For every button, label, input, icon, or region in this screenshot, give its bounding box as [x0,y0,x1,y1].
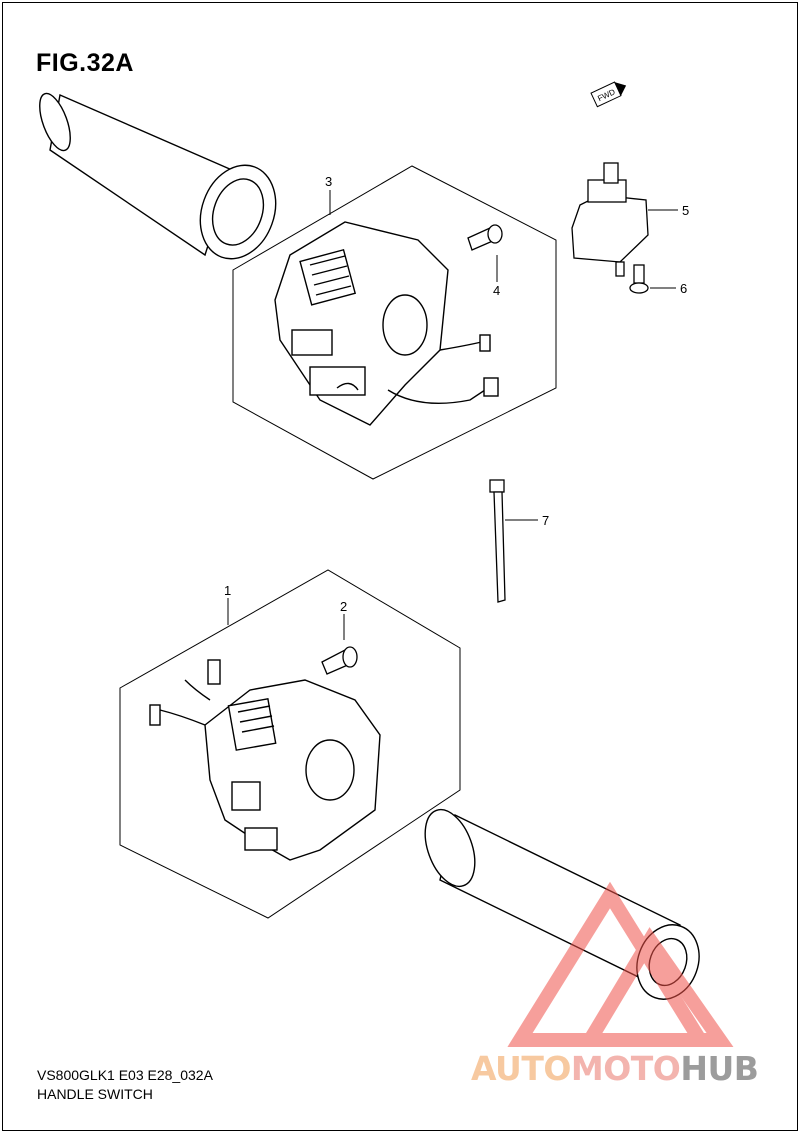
figure-title: FIG.32A [36,49,134,77]
callout-1: 1 [224,583,231,598]
watermark-logo-icon [507,881,734,1047]
switch-5-drawing [571,162,649,277]
callout-3: 3 [325,174,332,189]
assembly-box-3 [232,165,557,480]
screw-2-drawing [321,646,358,675]
watermark-part1: AUTO [471,1049,571,1088]
watermark-part2: MOTO [570,1049,681,1088]
callout-5: 5 [682,203,689,218]
watermark-text: AUTOMOTOHUB [471,1049,759,1088]
callout-7: 7 [542,513,549,528]
screw-4-drawing [467,224,503,251]
callout-2: 2 [340,599,347,614]
watermark-part3: HUB [680,1049,759,1088]
section-name: HANDLE SWITCH [37,1086,153,1102]
callout-6: 6 [680,281,687,296]
grip-right-drawing [39,92,277,260]
assembly-box-1 [119,569,461,919]
switch-right-drawing [274,221,499,426]
fwd-direction-badge: FWD [590,81,627,108]
leader-lines [227,190,678,640]
switch-left-drawing [149,659,381,861]
screw-6-drawing [629,264,649,294]
callout-4: 4 [493,283,500,298]
cable-tie-7-drawing [489,479,506,603]
model-code: VS800GLK1 E03 E28_032A [37,1067,213,1083]
